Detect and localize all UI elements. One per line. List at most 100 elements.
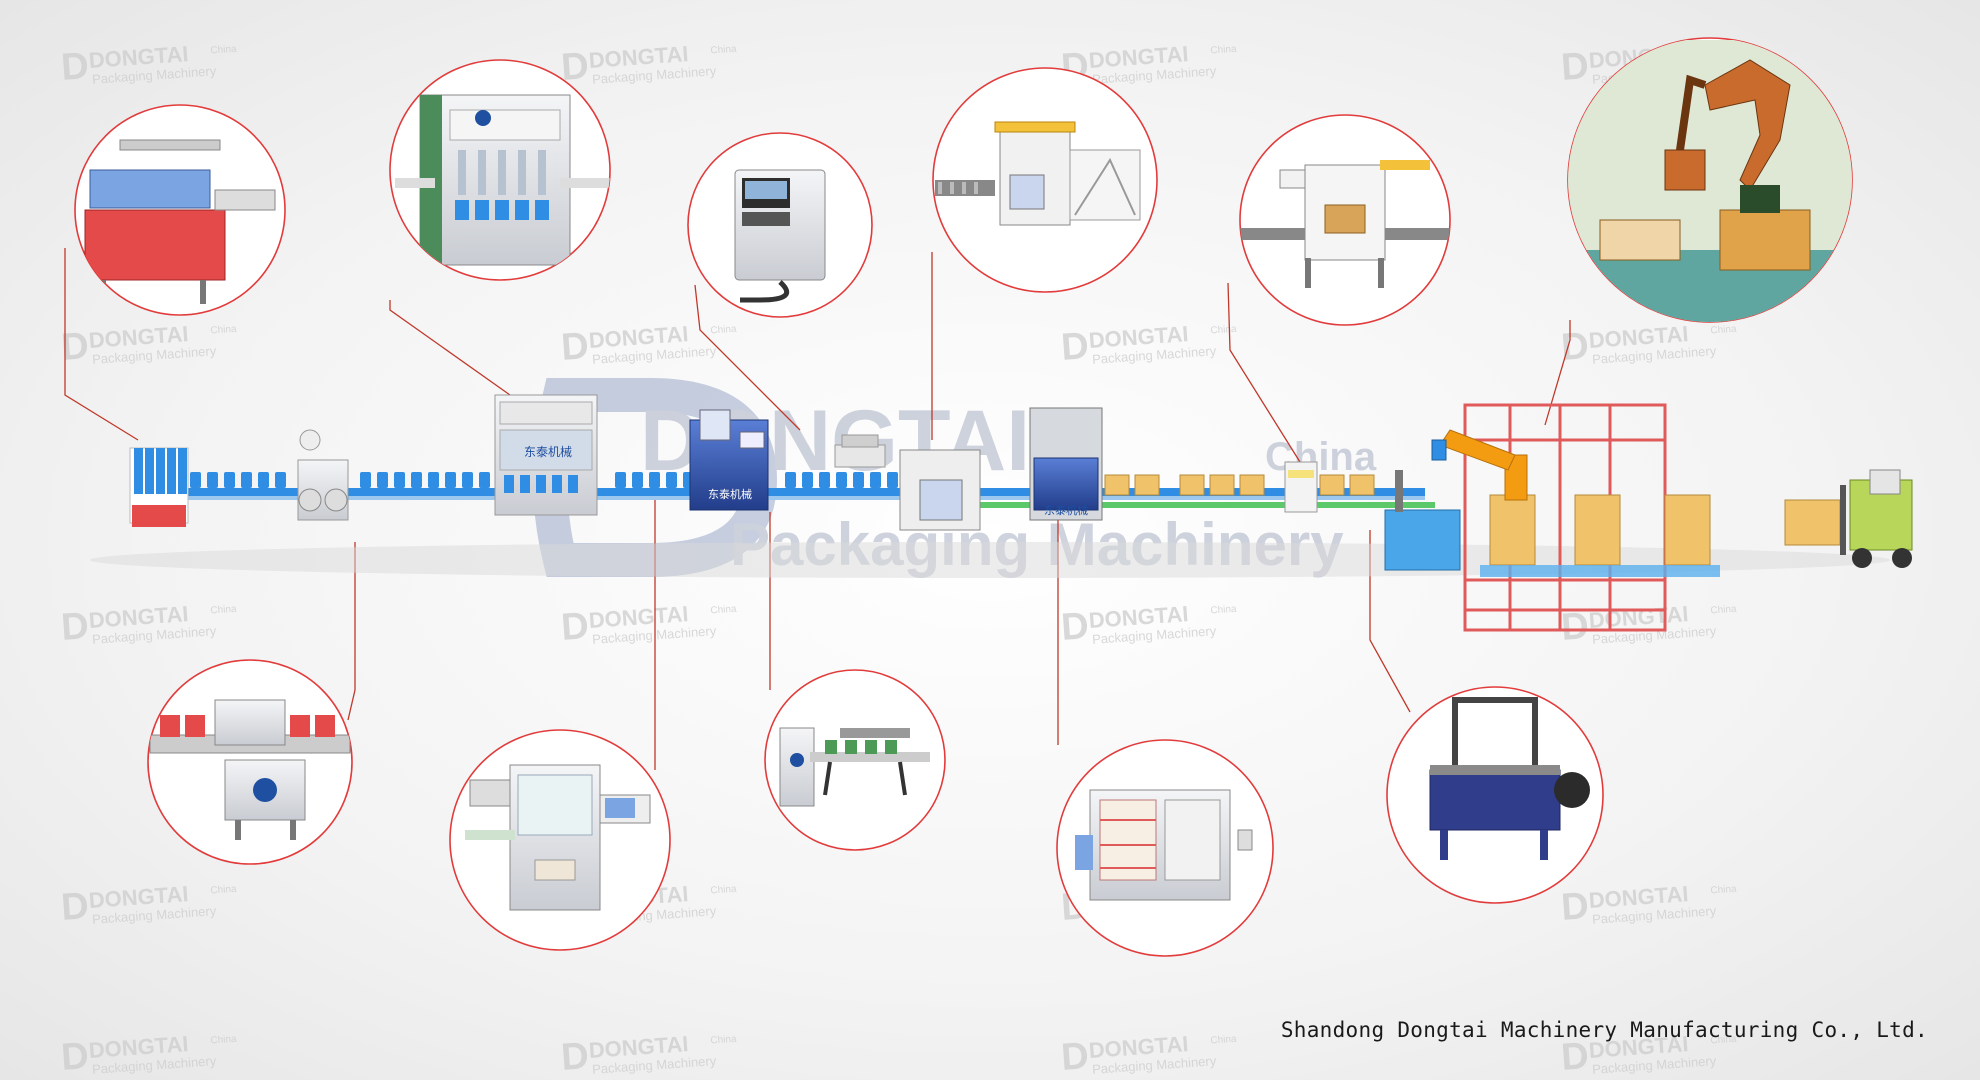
watermark-logo-icon: D bbox=[60, 45, 90, 89]
carton-erector-icon bbox=[935, 121, 1141, 226]
carton-sealer-icon bbox=[1240, 160, 1450, 288]
watermark-suffix: China bbox=[710, 44, 737, 57]
watermark-suffix: China bbox=[710, 1034, 737, 1047]
watermark-suffix: China bbox=[210, 884, 237, 897]
induction-sealer-icon bbox=[779, 727, 930, 807]
watermark-logo-icon: D bbox=[1560, 885, 1590, 929]
conveyor-rail-upper bbox=[185, 488, 1425, 496]
bottle bbox=[479, 472, 490, 488]
watermark-suffix: China bbox=[1210, 44, 1237, 57]
watermark-suffix: China bbox=[1710, 324, 1737, 337]
case-packer-unit: 东泰机械 bbox=[899, 407, 1103, 531]
callout-capping-machine bbox=[449, 729, 671, 951]
watermark-logo-icon: D bbox=[60, 325, 90, 369]
conveyor-green-rail bbox=[905, 502, 1435, 508]
callout-palletizing-robot bbox=[1567, 37, 1853, 323]
inkjet-printer-icon bbox=[734, 169, 826, 303]
palletizing-robot-icon bbox=[1568, 40, 1852, 322]
bottle bbox=[836, 472, 847, 488]
bottle bbox=[649, 472, 660, 488]
watermark-suffix: China bbox=[1710, 604, 1737, 617]
watermark-suffix: China bbox=[1710, 1034, 1737, 1047]
watermark-logo-icon: D bbox=[1060, 605, 1090, 649]
bottle bbox=[785, 472, 796, 488]
callout-carton-erector bbox=[932, 67, 1158, 293]
callout-filling-machine bbox=[389, 59, 611, 281]
carton bbox=[1209, 474, 1235, 496]
induction-unit bbox=[834, 434, 886, 468]
watermark-logo-icon: D bbox=[560, 605, 590, 649]
bottle bbox=[190, 472, 201, 488]
robot-arm bbox=[1431, 429, 1528, 501]
bottle bbox=[258, 472, 269, 488]
filling-unit-plate: 东泰机械 bbox=[524, 444, 572, 459]
watermark-logo-icon: D bbox=[1560, 605, 1590, 649]
pallet-stacks bbox=[1480, 494, 1720, 577]
cap-feeder-machine-icon bbox=[84, 139, 276, 304]
watermark-logo-icon: D bbox=[1560, 1035, 1590, 1079]
watermark-suffix: China bbox=[210, 604, 237, 617]
bottle bbox=[666, 472, 677, 488]
bottle bbox=[241, 472, 252, 488]
filling-unit: 东泰机械 bbox=[494, 394, 598, 516]
watermark-logo-icon: D bbox=[1560, 325, 1590, 369]
watermark-suffix: China bbox=[210, 324, 237, 337]
watermark-suffix: China bbox=[1210, 1034, 1237, 1047]
capping-unit-plate: 东泰机械 bbox=[708, 487, 752, 501]
strapping-machine-icon bbox=[1429, 697, 1590, 860]
watermark-suffix: China bbox=[1210, 604, 1237, 617]
bottle bbox=[462, 472, 473, 488]
watermark-logo-icon: D bbox=[560, 1035, 590, 1079]
carton bbox=[1319, 474, 1345, 496]
company-caption: Shandong Dongtai Machinery Manufacturing… bbox=[1280, 1018, 1928, 1042]
watermark-suffix: China bbox=[710, 884, 737, 897]
carton bbox=[1134, 474, 1160, 496]
labeler-unit bbox=[297, 429, 349, 521]
production-line: 东泰机械 东泰机械 东泰机械 bbox=[90, 394, 1913, 632]
watermark-suffix: China bbox=[710, 324, 737, 337]
watermark-suffix: China bbox=[710, 604, 737, 617]
case-packer-icon bbox=[1075, 789, 1253, 901]
bottle bbox=[615, 472, 626, 488]
bottle bbox=[360, 472, 371, 488]
bottle bbox=[853, 472, 864, 488]
watermark-logo-icon: D bbox=[1060, 325, 1090, 369]
sealer-unit bbox=[1284, 461, 1318, 513]
carton bbox=[1349, 474, 1375, 496]
carton bbox=[1179, 474, 1205, 496]
tray-feeder bbox=[129, 447, 189, 527]
capping-machine-icon bbox=[465, 764, 651, 911]
callout-strapping-machine bbox=[1386, 686, 1604, 904]
filling-machine-icon bbox=[395, 94, 610, 266]
carton bbox=[1104, 474, 1130, 496]
bottle bbox=[632, 472, 643, 488]
bottle bbox=[377, 472, 388, 488]
watermark-logo-icon: D bbox=[560, 325, 590, 369]
watermark-suffix: China bbox=[1210, 324, 1237, 337]
bottle bbox=[224, 472, 235, 488]
bottle bbox=[394, 472, 405, 488]
labeling-machine-icon bbox=[149, 699, 351, 840]
bottle bbox=[819, 472, 830, 488]
callout-case-packer bbox=[1056, 739, 1274, 957]
bottle bbox=[802, 472, 813, 488]
callout-labeling-machine bbox=[147, 659, 353, 865]
watermark-logo-icon: D bbox=[60, 885, 90, 929]
callout-cap-feeder bbox=[74, 104, 286, 316]
carton bbox=[1239, 474, 1265, 496]
case-packer-plate: 东泰机械 bbox=[1044, 503, 1088, 517]
bottle bbox=[428, 472, 439, 488]
watermark-suffix: China bbox=[1710, 884, 1737, 897]
forklift bbox=[1784, 469, 1913, 568]
